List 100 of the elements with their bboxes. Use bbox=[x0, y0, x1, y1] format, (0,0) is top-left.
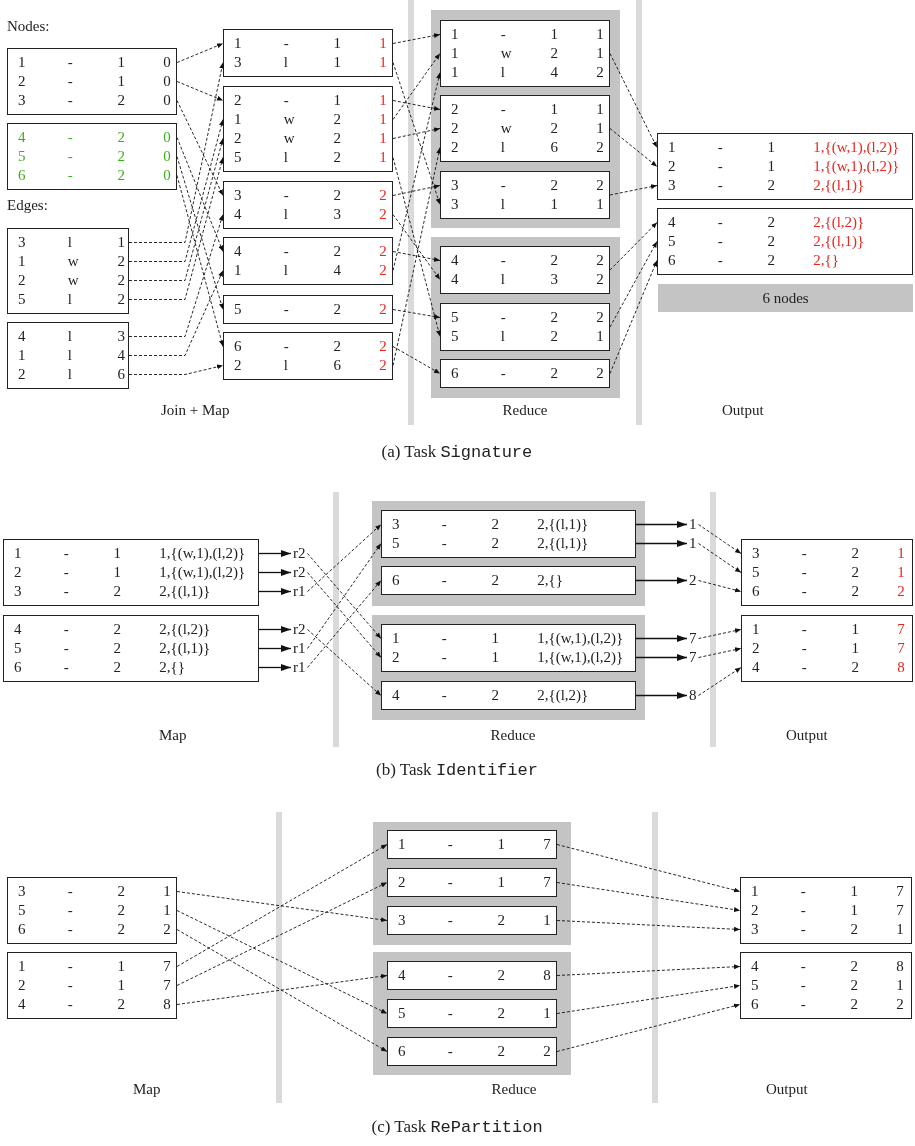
stage-label: Join + Map bbox=[161, 402, 230, 419]
table-row-text: 1 l 4 2 bbox=[234, 261, 388, 280]
table-row-text: 1 - 1 7 bbox=[398, 835, 552, 854]
table-row-text: 4 l 3 2 bbox=[234, 205, 388, 224]
value-label: 2 bbox=[687, 571, 699, 590]
caption: (c) Task RePartition bbox=[371, 1117, 543, 1137]
table-row-text: 5 l 2 1 bbox=[451, 327, 605, 346]
record-box bbox=[223, 181, 393, 229]
record-box bbox=[3, 615, 259, 682]
table-row-text: 5 - 2 2,{(l,1)} bbox=[668, 232, 866, 251]
table-row-text: 3 - 2 0 bbox=[18, 91, 172, 110]
record-box bbox=[387, 1037, 557, 1066]
table-row-text: 3 l 1 bbox=[18, 233, 126, 252]
arrow bbox=[635, 540, 688, 547]
stage-label: Output bbox=[722, 402, 764, 419]
record-box bbox=[3, 539, 259, 606]
partition-label: r2 bbox=[291, 620, 308, 639]
value-label: 7 bbox=[687, 629, 699, 648]
stage-label: Reduce bbox=[491, 1081, 537, 1098]
record-box bbox=[740, 877, 912, 944]
table-row-text: 5 - 2 1 bbox=[752, 563, 906, 582]
caption: (b) Task Identifier bbox=[376, 760, 538, 780]
stage-label: Reduce bbox=[490, 727, 536, 744]
table-row-text: 5 - 2 2,{(l,1)} bbox=[392, 534, 590, 553]
table-row-text: 4 - 2 2 bbox=[451, 251, 605, 270]
record-box bbox=[387, 999, 557, 1028]
partition-label: r1 bbox=[291, 582, 308, 601]
record-box bbox=[440, 20, 610, 87]
record-box bbox=[7, 123, 177, 190]
table-row-text: 5 - 2 0 bbox=[18, 147, 172, 166]
record-box bbox=[657, 208, 913, 275]
table-row-text: 1 w 2 1 bbox=[234, 110, 388, 129]
partition-label: r1 bbox=[291, 639, 308, 658]
table-row-text: 1 w 2 1 bbox=[451, 44, 605, 63]
stage-label: Output bbox=[786, 727, 828, 744]
record-box bbox=[7, 48, 177, 115]
table-row-text: 5 - 2 1 bbox=[751, 976, 905, 995]
record-box bbox=[440, 95, 610, 162]
stage-label: Reduce bbox=[502, 402, 548, 419]
table-row-text: 2 w 2 bbox=[18, 271, 126, 290]
caption: (a) Task Signature bbox=[381, 442, 533, 462]
table-row-text: 2 - 1 7 bbox=[398, 873, 552, 892]
table-row-text: 3 l 1 1 bbox=[234, 53, 388, 72]
record-box bbox=[381, 681, 636, 710]
record-box bbox=[223, 332, 393, 380]
table-row-text: 5 l 2 1 bbox=[234, 148, 388, 167]
table-row-text: 4 l 3 bbox=[18, 327, 126, 346]
table-row-text: 1 - 1 1,{(w,1),(l,2)} bbox=[668, 138, 901, 157]
group-panel bbox=[431, 237, 620, 398]
value-label: 1 bbox=[687, 515, 699, 534]
table-row-text: 2 - 1 7 bbox=[751, 901, 905, 920]
stage-label: Map bbox=[159, 727, 187, 744]
arrow bbox=[258, 588, 292, 595]
table-row-text: 2 - 1 1,{(w,1),(l,2)} bbox=[392, 648, 625, 667]
table-row-text: 2 l 6 2 bbox=[234, 356, 388, 375]
table-row-text: 1 - 1 7 bbox=[751, 882, 905, 901]
table-row-text: 5 - 2 2 bbox=[451, 308, 605, 327]
record-box bbox=[223, 86, 393, 172]
table-row-text: 3 - 2 2,{(l,1)} bbox=[14, 582, 212, 601]
arrow bbox=[258, 626, 292, 633]
table-row-text: 1 l 4 bbox=[18, 346, 126, 365]
record-box bbox=[387, 868, 557, 897]
table-row-text: 4 - 2 2,{(l,2)} bbox=[392, 686, 590, 705]
table-row-text: 1 - 1 7 bbox=[18, 957, 172, 976]
record-box bbox=[387, 961, 557, 990]
value-label: 7 bbox=[687, 648, 699, 667]
table-row-text: 4 - 2 2 bbox=[234, 242, 388, 261]
table-row-text: 1 - 1 0 bbox=[18, 53, 172, 72]
table-row-text: 2 w 2 1 bbox=[234, 129, 388, 148]
record-box bbox=[440, 359, 610, 388]
record-box bbox=[440, 171, 610, 219]
partition-label: r2 bbox=[291, 563, 308, 582]
table-row-text: 3 - 2 1 bbox=[18, 882, 172, 901]
record-box bbox=[381, 510, 636, 558]
partition-label: r2 bbox=[291, 544, 308, 563]
partition-label: r1 bbox=[291, 658, 308, 677]
arrow bbox=[258, 664, 292, 671]
table-row-text: 1 - 1 7 bbox=[752, 620, 906, 639]
arrow bbox=[635, 521, 688, 528]
table-row-text: 5 - 2 1 bbox=[398, 1004, 552, 1023]
table-row-text: 2 - 1 1,{(w,1),(l,2)} bbox=[14, 563, 247, 582]
arrow bbox=[258, 569, 292, 576]
summary-bar: 6 nodes bbox=[658, 284, 913, 312]
record-box bbox=[223, 295, 393, 324]
section-heading: Edges: bbox=[7, 197, 48, 214]
table-row-text: 2 - 1 1 bbox=[451, 100, 605, 119]
table-row-text: 2 - 1 1,{(w,1),(l,2)} bbox=[668, 157, 901, 176]
value-label: 1 bbox=[687, 534, 699, 553]
table-row-text: 3 l 1 1 bbox=[451, 195, 605, 214]
table-row-text: 3 - 2 2 bbox=[451, 176, 605, 195]
table-row-text: 1 - 1 1 bbox=[451, 25, 605, 44]
table-row-text: 5 l 2 bbox=[18, 290, 126, 309]
table-row-text: 3 - 2 2 bbox=[234, 186, 388, 205]
section-heading: Nodes: bbox=[7, 18, 50, 35]
value-label: 8 bbox=[687, 686, 699, 705]
record-box bbox=[7, 322, 129, 389]
table-row-text: 2 - 1 1 bbox=[234, 91, 388, 110]
table-row-text: 6 - 2 2 bbox=[752, 582, 906, 601]
record-box bbox=[740, 952, 912, 1019]
table-row-text: 6 - 2 0 bbox=[18, 166, 172, 185]
